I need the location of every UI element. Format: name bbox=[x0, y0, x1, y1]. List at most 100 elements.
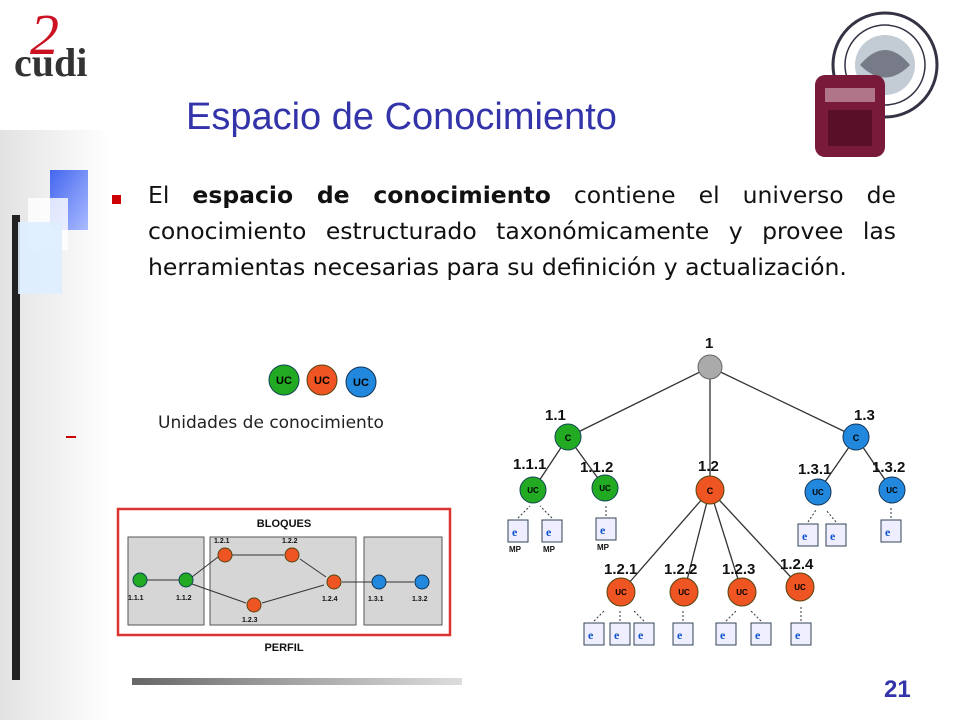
taxonomy-tree-diagram: 1 1.1 1.2 1.3 1.1.1 1.1.2 1.3.1 1.3.2 1.… bbox=[507, 335, 906, 646]
knowledge-units-legend: UC UC UC bbox=[268, 364, 377, 398]
svg-text:UC: UC bbox=[886, 486, 898, 495]
resource-e-icon: e bbox=[672, 622, 694, 646]
tree-node-1-1-2: UC bbox=[591, 474, 619, 502]
uc-blue-unit: UC bbox=[345, 366, 377, 398]
page-number: 21 bbox=[884, 676, 911, 703]
tree-node-1-1: C bbox=[554, 423, 582, 451]
bullet-bold-term: espacio de conocimiento bbox=[192, 181, 551, 209]
flow-label-1-1-1: 1.1.1 bbox=[128, 595, 144, 602]
bullet-marker bbox=[112, 195, 121, 204]
resource-e-icon: e bbox=[633, 622, 655, 646]
tree-node-1-3-1: UC bbox=[804, 478, 832, 506]
svg-text:UC: UC bbox=[812, 488, 824, 497]
svg-text:UC: UC bbox=[353, 377, 369, 389]
bullet-prefix: El bbox=[148, 181, 193, 209]
flow-label-1-2-2: 1.2.2 bbox=[282, 538, 298, 545]
svg-text:UC: UC bbox=[276, 375, 292, 387]
flow-label-1-3-1: 1.3.1 bbox=[368, 596, 384, 603]
legend-label: Unidades de conocimiento bbox=[158, 413, 384, 433]
svg-text:e: e bbox=[588, 628, 594, 642]
tree-label-1-2-4: 1.2.4 bbox=[780, 556, 814, 573]
tree-label-1-2-3: 1.2.3 bbox=[722, 561, 755, 578]
svg-text:C: C bbox=[853, 433, 860, 443]
svg-text:e: e bbox=[614, 628, 620, 642]
bullet-text: El espacio de conocimiento contiene el u… bbox=[148, 177, 896, 285]
resource-e-icon: e bbox=[541, 519, 563, 543]
logo-text: cudi bbox=[14, 40, 87, 85]
flow-label-1-2-4: 1.2.4 bbox=[322, 596, 338, 603]
tree-label-1-1: 1.1 bbox=[545, 407, 566, 424]
svg-text:C: C bbox=[707, 486, 714, 496]
tree-label-1: 1 bbox=[705, 335, 713, 352]
mp-label: MP bbox=[509, 545, 522, 554]
svg-text:UC: UC bbox=[678, 588, 690, 597]
tree-root-node bbox=[697, 354, 723, 380]
tree-node-1-2: C bbox=[695, 475, 725, 505]
tree-node-1-1-1: UC bbox=[519, 476, 547, 504]
tree-label-1-3: 1.3 bbox=[854, 407, 875, 424]
flow-label-1-2-1: 1.2.1 bbox=[214, 538, 230, 545]
cudi-logo: 2 cudi bbox=[14, 8, 87, 85]
footer-divider bbox=[132, 678, 462, 685]
svg-text:e: e bbox=[677, 628, 683, 642]
resource-e-icon: e bbox=[797, 523, 819, 547]
tree-node-1-2-3: UC bbox=[727, 577, 757, 607]
decorative-side-bars bbox=[0, 130, 110, 720]
profile-label: PERFIL bbox=[264, 642, 303, 654]
tree-label-1-2: 1.2 bbox=[698, 458, 719, 475]
svg-text:UC: UC bbox=[599, 484, 611, 493]
mp-label: MP bbox=[597, 543, 610, 552]
tree-label-1-2-1: 1.2.1 bbox=[604, 561, 637, 578]
mp-label: MP bbox=[543, 545, 556, 554]
resource-e-icon: e bbox=[750, 622, 772, 646]
flow-label-1-3-2: 1.3.2 bbox=[412, 596, 428, 603]
svg-text:UC: UC bbox=[615, 588, 627, 597]
empty-bullet-marker bbox=[66, 436, 76, 438]
flow-label-1-2-3: 1.2.3 bbox=[242, 617, 258, 624]
svg-text:e: e bbox=[512, 525, 518, 539]
resource-e-icon: e bbox=[507, 519, 529, 543]
tree-label-1-1-1: 1.1.1 bbox=[513, 456, 546, 473]
svg-text:e: e bbox=[755, 628, 761, 642]
tree-node-1-2-4: UC bbox=[785, 572, 815, 602]
svg-text:C: C bbox=[565, 433, 572, 443]
tree-label-1-3-1: 1.3.1 bbox=[798, 461, 831, 478]
blocks-label: BLOQUES bbox=[257, 518, 311, 530]
svg-text:e: e bbox=[885, 525, 891, 539]
svg-text:e: e bbox=[600, 523, 606, 537]
svg-text:e: e bbox=[795, 628, 801, 642]
svg-text:UC: UC bbox=[794, 583, 806, 592]
uc-orange-unit: UC bbox=[306, 364, 338, 396]
svg-text:e: e bbox=[830, 529, 836, 543]
logo-digit: 2 bbox=[30, 8, 59, 67]
svg-text:UC: UC bbox=[736, 588, 748, 597]
bullet-rest: contiene el universo de conocimiento est… bbox=[148, 181, 896, 281]
resource-e-icon: e bbox=[715, 622, 737, 646]
resource-icons: e e e e e e e e e e e e e bbox=[507, 517, 902, 646]
university-seal-logos bbox=[815, 11, 939, 157]
slide-title: Espacio de Conocimiento bbox=[186, 96, 617, 138]
tree-node-1-2-2: UC bbox=[669, 577, 699, 607]
flow-nodes bbox=[132, 547, 430, 613]
tree-node-1-3: C bbox=[842, 423, 870, 451]
flow-label-1-1-2: 1.1.2 bbox=[176, 595, 192, 602]
tree-node-1-3-2: UC bbox=[878, 476, 906, 504]
tree-label-1-1-2: 1.1.2 bbox=[580, 459, 613, 476]
blocks-profile-diagram: BLOQUES 1.1.1 1.1.2 1.2.1 1.2.2 1.2.3 1.… bbox=[116, 507, 452, 654]
resource-e-icon: e bbox=[825, 523, 847, 547]
tree-label-1-3-2: 1.3.2 bbox=[872, 459, 905, 476]
resource-e-icon: e bbox=[595, 517, 617, 541]
svg-text:e: e bbox=[802, 529, 808, 543]
svg-text:UC: UC bbox=[527, 486, 539, 495]
tree-node-1-2-1: UC bbox=[606, 577, 636, 607]
svg-text:e: e bbox=[546, 525, 552, 539]
uc-green-unit: UC bbox=[268, 364, 300, 396]
resource-e-icon: e bbox=[583, 622, 605, 646]
svg-text:e: e bbox=[720, 628, 726, 642]
svg-text:e: e bbox=[638, 628, 644, 642]
svg-text:UC: UC bbox=[314, 375, 330, 387]
resource-e-icon: e bbox=[609, 622, 631, 646]
resource-e-icon: e bbox=[880, 519, 902, 543]
resource-e-icon: e bbox=[790, 622, 812, 646]
tree-label-1-2-2: 1.2.2 bbox=[664, 561, 697, 578]
